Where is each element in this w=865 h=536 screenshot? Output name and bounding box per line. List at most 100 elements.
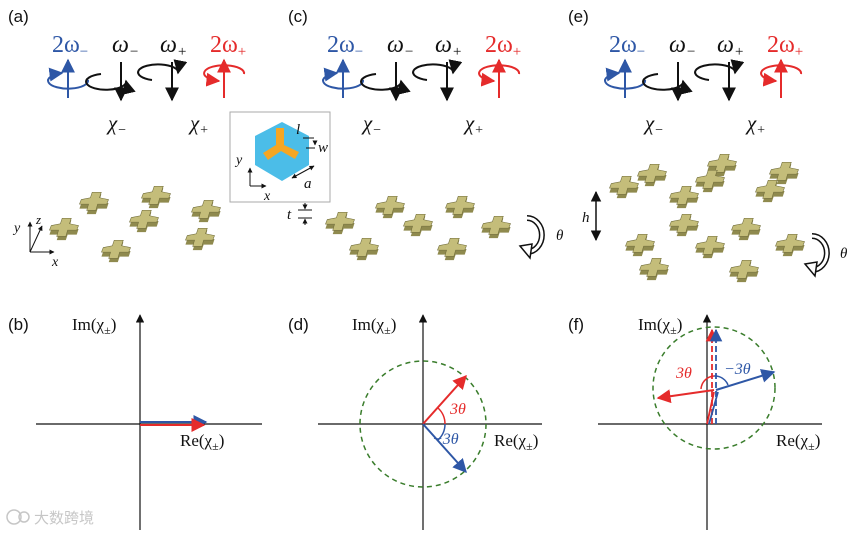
re-axis-label: Re(χ±)	[180, 431, 224, 453]
beam-label-w-plus: ω+	[435, 32, 462, 60]
angle-minus-label: −3θ	[432, 431, 459, 448]
beam-w-plus	[137, 59, 188, 102]
particle-array-c: t θ	[287, 195, 564, 261]
re-axis-label: Re(χ±)	[776, 431, 820, 453]
im-axis-label: Im(χ±)	[352, 315, 396, 337]
beam-2w-plus	[760, 58, 803, 98]
panel-label-b: (b)	[8, 315, 29, 334]
inset-x-label: x	[263, 189, 271, 204]
y-trimer-shape	[263, 128, 299, 160]
beam-2w-minus	[322, 58, 365, 98]
trimer-particle	[669, 213, 699, 237]
re-axis-label: Re(χ±)	[494, 431, 538, 453]
panel-label-d: (d)	[288, 315, 309, 334]
chi-plus-label: χ+	[188, 111, 209, 138]
trimer-particle	[775, 233, 805, 257]
trimer-particle	[731, 217, 761, 241]
panel-label-f: (f)	[568, 315, 584, 334]
trimer-particle	[625, 233, 655, 257]
beam-2w-plus	[203, 58, 246, 98]
watermark: 大数跨境	[6, 509, 94, 527]
trimer-particle	[437, 237, 467, 261]
angle-arc-minus	[713, 375, 729, 386]
beam-w-minus	[85, 62, 136, 102]
complex-plane-f: Im(χ±) Re(χ±) 3θ −3θ	[598, 314, 822, 530]
beam-w-plus	[694, 59, 745, 102]
complex-plane-d: Im(χ±) Re(χ±) 3θ −3θ	[318, 314, 542, 530]
beam-row-c: 2ω− ω− ω+ 2ω+ χ− χ+	[322, 32, 521, 138]
theta-label: θ	[556, 228, 564, 244]
trimer-particle	[49, 217, 79, 241]
rotation-arrow-icon: θ	[803, 233, 848, 278]
trimer-particle	[695, 235, 725, 259]
beam-label-w-minus: ω−	[387, 32, 414, 60]
beam-w-plus	[412, 59, 463, 102]
trimer-particle	[101, 239, 131, 263]
beam-label-2w-minus: 2ω−	[327, 32, 363, 60]
beam-label-w-minus: ω−	[669, 32, 696, 60]
height-h-label: h	[582, 210, 590, 226]
chi-minus-label: χ−	[106, 111, 127, 138]
trimer-particle	[403, 213, 433, 237]
theta-label: θ	[840, 246, 848, 262]
particle-array-e: h θ	[582, 153, 848, 283]
beam-label-2w-plus: 2ω+	[210, 32, 246, 60]
angle-plus-label: 3θ	[675, 365, 692, 382]
beam-w-minus	[642, 62, 693, 102]
unit-cell-inset: l w a y x	[229, 111, 331, 204]
inset-a-label: a	[304, 176, 312, 192]
trimer-particle	[639, 257, 669, 281]
axis-z-label: z	[35, 212, 41, 227]
particle-array-a: z y x	[12, 185, 221, 270]
rotation-arrow-icon: θ	[518, 215, 564, 260]
trimer-particle	[325, 211, 355, 235]
beam-label-2w-plus: 2ω+	[767, 32, 803, 60]
trimer-particle	[669, 185, 699, 209]
beam-label-w-plus: ω+	[160, 32, 187, 60]
vector-chi-minus-rotated	[715, 369, 776, 391]
vector-chi-minus	[422, 423, 467, 474]
chi-minus-label: χ−	[643, 111, 664, 138]
trimer-particle	[375, 195, 405, 219]
beam-2w-plus	[478, 58, 521, 98]
inset-y-label: y	[234, 153, 243, 168]
im-axis-label: Im(χ±)	[72, 315, 116, 337]
trimer-particle	[191, 199, 221, 223]
trimer-particle	[445, 195, 475, 219]
inset-w-label: w	[318, 140, 328, 156]
beam-2w-minus	[47, 58, 90, 98]
trimer-particle	[609, 175, 639, 199]
angle-plus-label: 3θ	[449, 401, 466, 418]
watermark-logo-icon	[6, 509, 30, 525]
beam-2w-minus	[604, 58, 647, 98]
trimer-particle	[141, 185, 171, 209]
vector-chi-plus	[706, 391, 715, 425]
unit-circle-dashed	[652, 326, 776, 450]
chi-plus-label: χ+	[463, 111, 484, 138]
axis-y-label: y	[12, 221, 21, 236]
trimer-particle	[729, 259, 759, 283]
trimer-particle	[129, 209, 159, 233]
beam-label-2w-minus: 2ω−	[52, 32, 88, 60]
height-indicator: h	[582, 190, 602, 242]
beam-row-a: 2ω− ω− ω+ 2ω+ χ− χ+	[47, 32, 246, 138]
beam-label-w-minus: ω−	[112, 32, 139, 60]
trimer-particle	[349, 237, 379, 261]
vector-chi-plus-rotated	[656, 389, 715, 404]
panel-label-c: (c)	[288, 7, 308, 26]
panel-label-a: (a)	[8, 7, 29, 26]
unit-circle-dashed	[359, 360, 487, 488]
angle-arc-minus	[437, 423, 446, 441]
complex-plane-b: Im(χ±) Re(χ±)	[36, 314, 262, 530]
chi-minus-label: χ−	[361, 111, 382, 138]
angle-minus-label: −3θ	[724, 361, 751, 378]
beam-row-e: 2ω− ω− ω+ 2ω+ χ− χ+	[604, 32, 803, 138]
vector-chi-minus	[708, 391, 719, 425]
inset-l-label: l	[296, 122, 300, 138]
trimer-particle	[637, 163, 667, 187]
vector-chi-plus	[422, 374, 467, 425]
beam-w-minus	[360, 62, 411, 102]
axes-3d: z y x	[12, 212, 59, 270]
panel-label-e: (e)	[568, 7, 589, 26]
